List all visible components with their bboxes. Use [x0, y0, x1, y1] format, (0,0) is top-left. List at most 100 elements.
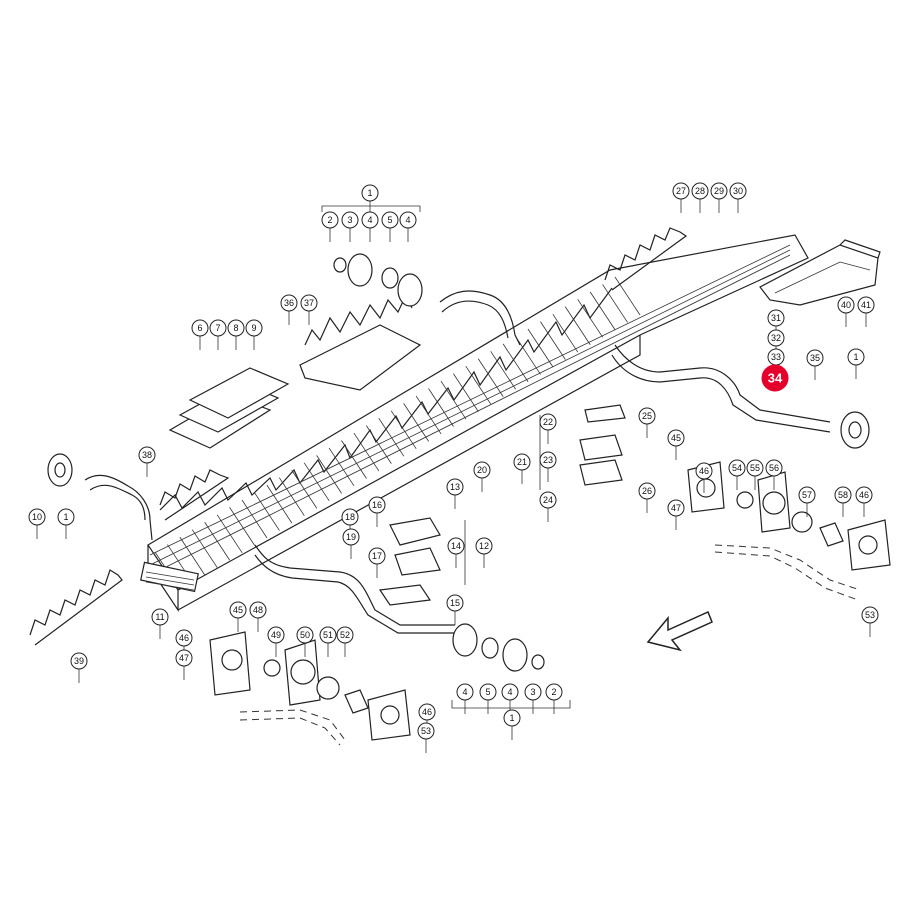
cover-plates: [168, 367, 290, 449]
callout-circle: [479, 683, 497, 701]
callout-label: 41: [861, 300, 871, 310]
callout-circle: [381, 211, 399, 229]
callout-circle: [855, 486, 873, 504]
callout-circle: [175, 649, 193, 667]
callout-circle: [418, 703, 436, 721]
callout-label: 45: [233, 605, 243, 615]
hub-assemblies: [47, 253, 870, 672]
callout-circle: [417, 722, 435, 740]
callout-label: 23: [543, 455, 553, 465]
callout-circle: [524, 683, 542, 701]
frame-outline: [239, 544, 861, 746]
callout-label: 2: [551, 687, 556, 697]
callout-label: 51: [323, 630, 333, 640]
callout-circle: [638, 482, 656, 500]
callout-circle: [746, 459, 764, 477]
callout-label: 36: [284, 298, 294, 308]
callout-circle: [638, 407, 656, 425]
callout-circle: [151, 608, 169, 626]
callout-circle: [361, 211, 379, 229]
callout-label: 5: [387, 215, 392, 225]
callout-label: 1: [853, 352, 858, 362]
callout-circle: [368, 496, 386, 514]
callout-circle: [857, 296, 875, 314]
callout-circle: [229, 601, 247, 619]
callout-label: 54: [732, 463, 742, 473]
callout-circle: [341, 211, 359, 229]
callout-circle: [368, 547, 386, 565]
callout-circle: [28, 508, 46, 526]
svg-text:34: 34: [768, 371, 783, 386]
callout-label: 46: [179, 633, 189, 643]
callout-label: 40: [841, 300, 851, 310]
callout-label: 9: [251, 323, 256, 333]
callout-circle: [728, 459, 746, 477]
callout-circle: [767, 329, 785, 347]
callout-circle: [138, 446, 156, 464]
callout-label: 53: [421, 726, 431, 736]
callout-circle: [399, 211, 417, 229]
callout-circle: [545, 683, 563, 701]
callout-label: 18: [345, 512, 355, 522]
callout-circle: [539, 491, 557, 509]
callout-label: 58: [838, 490, 848, 500]
callout-label: 15: [450, 598, 460, 608]
callout-label: 10: [32, 512, 42, 522]
callout-label: 30: [733, 186, 743, 196]
callout-label: 2: [327, 215, 332, 225]
callout-label: 29: [714, 186, 724, 196]
callout-label: 21: [517, 457, 527, 467]
callout-circle: [341, 508, 359, 526]
callout-circle: [300, 294, 318, 312]
callout-label: 56: [769, 463, 779, 473]
callout-circle: [321, 211, 339, 229]
callout-circle: [446, 594, 464, 612]
callout-circle: [191, 319, 209, 337]
callout-circle: [319, 626, 337, 644]
callout-label: 17: [372, 551, 382, 561]
arrow-down-left-icon: [646, 610, 713, 652]
callout-label: 22: [543, 417, 553, 427]
group-brackets: [321, 205, 571, 709]
callout-label: 45: [671, 433, 681, 443]
callout-label: 26: [642, 486, 652, 496]
callout-label: 19: [346, 532, 356, 542]
callout-label: 1: [509, 713, 514, 723]
callout-label: 38: [142, 450, 152, 460]
callout-circle: [342, 528, 360, 546]
callout-label: 49: [271, 630, 281, 640]
callout-label: 46: [699, 466, 709, 476]
callout-label: 14: [451, 541, 461, 551]
callout-circle: [296, 626, 314, 644]
callout-circle: [672, 182, 690, 200]
callout-circle: [798, 486, 816, 504]
callout-label: 24: [543, 495, 553, 505]
callout-label: 13: [450, 482, 460, 492]
callout-circle: [473, 461, 491, 479]
callout-label: 5: [485, 687, 490, 697]
callout-circle: [695, 462, 713, 480]
callout-circle: [513, 453, 531, 471]
callout-label: 3: [530, 687, 535, 697]
callout-label: 8: [233, 323, 238, 333]
callout-circle: [361, 184, 379, 202]
callout-label: 12: [479, 541, 489, 551]
callout-label: 7: [215, 323, 220, 333]
crankshafts: [84, 290, 831, 634]
callout-label: 20: [477, 465, 487, 475]
callout-label: 37: [304, 298, 314, 308]
callout-circle: [834, 486, 852, 504]
callout-label: 25: [642, 411, 652, 421]
callout-circle: [691, 182, 709, 200]
callout-circle: [501, 683, 519, 701]
bearing-blocks: [378, 404, 626, 606]
callout-label: 4: [462, 687, 467, 697]
callout-label: 55: [750, 463, 760, 473]
callout-label: 35: [810, 353, 820, 363]
callout-circle: [847, 348, 865, 366]
callout-circle: [446, 478, 464, 496]
callout-label: 52: [340, 630, 350, 640]
